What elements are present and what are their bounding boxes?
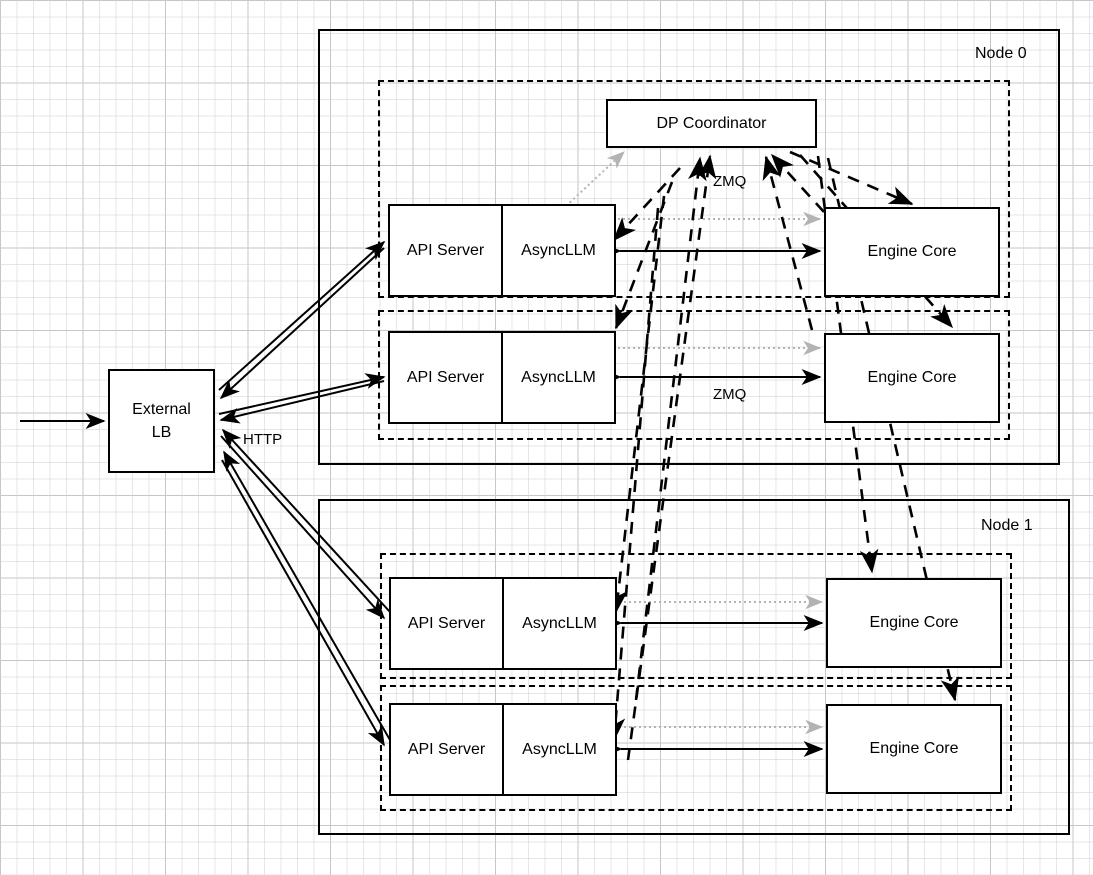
node-1-label: Node 1 [981,517,1033,534]
node-0-replica-1-api-server[interactable]: API Server [390,333,501,422]
external-lb-label-line1: External [132,400,191,418]
edge-lb-node0-replica1 [218,373,386,424]
external-lb-label-line2: LB [151,424,172,441]
dp-coordinator-box[interactable]: DP Coordinator [606,99,817,148]
http-label: HTTP [243,431,283,448]
node-1-replica-1-group [380,685,1012,811]
node-0-replica-0-apiserver-asyncllm[interactable]: API Server AsyncLLM [388,204,616,297]
async-llm-label: AsyncLLM [521,241,596,259]
node-0-replica-1-apiserver-asyncllm[interactable]: API Server AsyncLLM [388,331,616,424]
node-1-replica-0-apiserver-asyncllm[interactable]: API Server AsyncLLM [389,577,617,670]
node-0-replica-1-engine-core[interactable]: Engine Core [824,333,1000,423]
node-0-replica-1-async-llm[interactable]: AsyncLLM [501,333,614,422]
engine-core-label: Engine Core [869,614,959,631]
edge-coordinator-to-n0r0-engine [789,150,914,206]
node-0-replica-0-async-llm[interactable]: AsyncLLM [501,206,614,295]
external-lb-box[interactable]: External LB [108,369,215,473]
node-0-container [318,29,1060,465]
async-llm-label: AsyncLLM [521,368,596,386]
edge-coordinator-n1r1-engine [626,154,717,761]
node-1-container [318,499,1070,835]
node-1-replica-0-engine-core[interactable]: Engine Core [826,578,1002,668]
edge-node0-replica0-asyncllm-to-coordinator-dotted [565,151,625,207]
edge-coordinator-to-n1r1-asyncllm [606,207,660,742]
edge-lb-node1-replica0 [220,428,391,620]
api-server-label: API Server [407,614,486,632]
edge-coordinator-n1r0-engine [634,156,707,701]
zmq-label-bottom: ZMQ [713,386,747,403]
node-1-replica-1-engine-core[interactable]: Engine Core [826,704,1002,794]
node-1-replica-1-apiserver-asyncllm[interactable]: API Server AsyncLLM [389,703,617,796]
async-llm-label: AsyncLLM [522,614,597,632]
node-1-replica-0-api-server[interactable]: API Server [391,579,502,668]
api-server-label: API Server [406,368,485,386]
engine-core-label: Engine Core [867,243,957,260]
edge-coordinator-n0r1-engine [762,155,814,331]
dp-coordinator-label: DP Coordinator [656,114,767,132]
api-server-label: API Server [406,241,485,259]
node-0-replica-0-group [378,80,1010,298]
node-1-replica-1-async-llm[interactable]: AsyncLLM [502,705,615,794]
node-1-replica-0-async-llm[interactable]: AsyncLLM [502,579,615,668]
node-0-replica-0-api-server[interactable]: API Server [390,206,501,295]
edge-coordinator-to-n0r0-asyncllm [612,167,681,242]
engine-core-label: Engine Core [867,369,957,386]
edge-coordinator-to-n1r0-asyncllm [609,195,666,614]
node-1-replica-1-api-server[interactable]: API Server [391,705,502,794]
api-server-label: API Server [407,740,486,758]
edge-lb-node1-replica1 [221,450,391,747]
node-0-label: Node 0 [975,45,1027,62]
zmq-label-top: ZMQ [713,173,747,190]
edge-lb-node0-replica0 [218,240,386,400]
async-llm-label: AsyncLLM [522,740,597,758]
engine-core-label: Engine Core [869,740,959,757]
node-0-replica-0-engine-core[interactable]: Engine Core [824,207,1000,297]
